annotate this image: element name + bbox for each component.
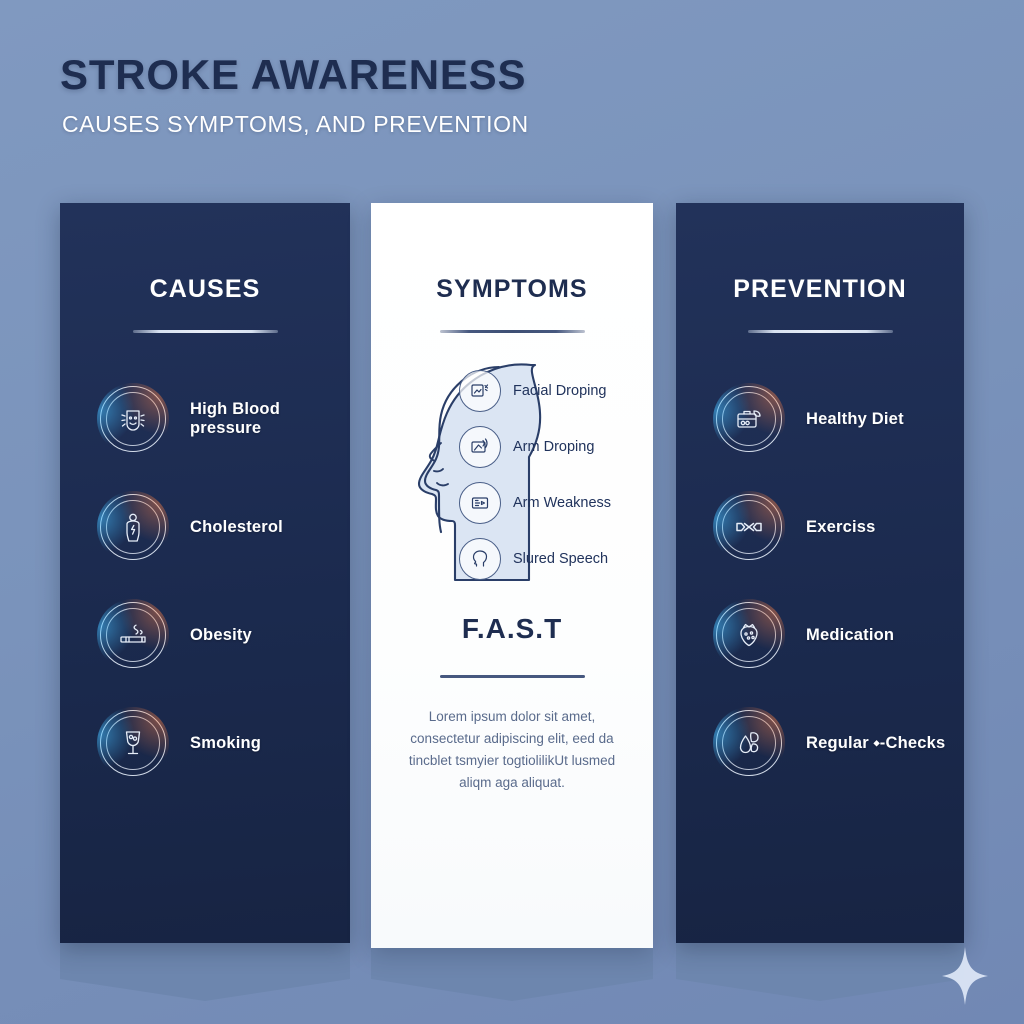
cigarette-icon [97, 599, 169, 671]
fast-body-text: Lorem ipsum dolor sit amet, consectetur … [408, 708, 616, 791]
list-item[interactable]: Arm Droping [459, 419, 611, 475]
list-item-label: Slured Speech [513, 551, 609, 567]
causes-heading: CAUSES [149, 275, 261, 303]
list-item[interactable]: Arm Weakness [459, 475, 611, 531]
causes-header: CAUSES [60, 275, 350, 333]
list-item-label: Exerciss [806, 517, 876, 536]
wine-glass-icon [97, 707, 169, 779]
fast-title: F.A.S.T [461, 613, 563, 644]
list-item[interactable]: Obesity [97, 587, 350, 683]
list-item-label: Healthy Diet [806, 409, 904, 428]
causes-list: High Blood pressure Cholesterol [60, 371, 350, 791]
symptoms-list: Facial Droping Arm Droping [459, 363, 611, 587]
arm-chart-icon [459, 426, 501, 468]
strawberry-icon [713, 599, 785, 671]
fast-block: F.A.S.T Lorem ipsum dolor sit amet, cons… [371, 613, 653, 795]
screen-icon [459, 482, 501, 524]
lunchbox-leaf-icon [713, 383, 785, 455]
symptoms-header: SYMPTOMS [371, 275, 653, 333]
prevention-divider [747, 330, 893, 333]
list-item-label: Cholesterol [190, 517, 283, 536]
prevention-list: Healthy Diet Exerciss [676, 371, 964, 791]
face-head-icon [97, 383, 169, 455]
list-item-label: Arm Weakness [513, 495, 612, 511]
head-silhouette-icon [417, 363, 542, 582]
page-title: STROKE AWARENESS [60, 51, 527, 98]
face-chart-icon [459, 370, 501, 412]
list-item-label: Medication [806, 625, 895, 644]
ribbon-tail-prevention [676, 943, 964, 1001]
list-item-label: Arm Droping [513, 439, 595, 455]
dumbbell-icon [713, 491, 785, 563]
list-item[interactable]: Medication [713, 587, 964, 683]
symptoms-graphic: Facial Droping Arm Droping [371, 359, 653, 591]
body-torso-icon [97, 491, 169, 563]
list-item-label: High Blood pressure [190, 400, 280, 437]
list-item[interactable]: Slured Speech [459, 531, 611, 587]
causes-panel: CAUSES High Blood pressure [60, 203, 350, 943]
fast-divider [439, 675, 585, 678]
page-subtitle: CAUSES SYMPTOMS, AND PREVENTION [62, 111, 529, 138]
list-item[interactable]: Facial Droping [459, 363, 611, 419]
symptoms-divider [439, 330, 585, 333]
four-point-star-icon [942, 947, 988, 1005]
list-item[interactable]: Regular ⬩-Checks [713, 695, 964, 791]
prevention-panel: PREVENTION Healthy Diet [676, 203, 964, 943]
head-profile-icon [459, 538, 501, 580]
prevention-heading: PREVENTION [733, 275, 907, 303]
list-item-label: Obesity [190, 625, 252, 644]
list-item-label: Smoking [190, 733, 262, 752]
list-item[interactable]: High Blood pressure [97, 371, 350, 467]
poster-header: STROKE AWARENESS CAUSES SYMPTOMS, AND PR… [60, 52, 940, 138]
list-item[interactable]: Healthy Diet [713, 371, 964, 467]
list-item[interactable]: Exerciss [713, 479, 964, 575]
causes-divider [132, 330, 278, 333]
ribbon-tail-causes [60, 943, 350, 1001]
list-item[interactable]: Smoking [97, 695, 350, 791]
leaf-drop-icon [713, 707, 785, 779]
list-item[interactable]: Cholesterol [97, 479, 350, 575]
symptoms-panel: SYMPTOMS Facial Dropi [371, 203, 653, 948]
symptoms-heading: SYMPTOMS [436, 275, 588, 303]
prevention-header: PREVENTION [676, 275, 964, 333]
list-item-label: Facial Droping [513, 383, 607, 399]
ribbon-tail-symptoms [371, 943, 653, 1001]
list-item-label: Regular ⬩-Checks [806, 733, 946, 752]
